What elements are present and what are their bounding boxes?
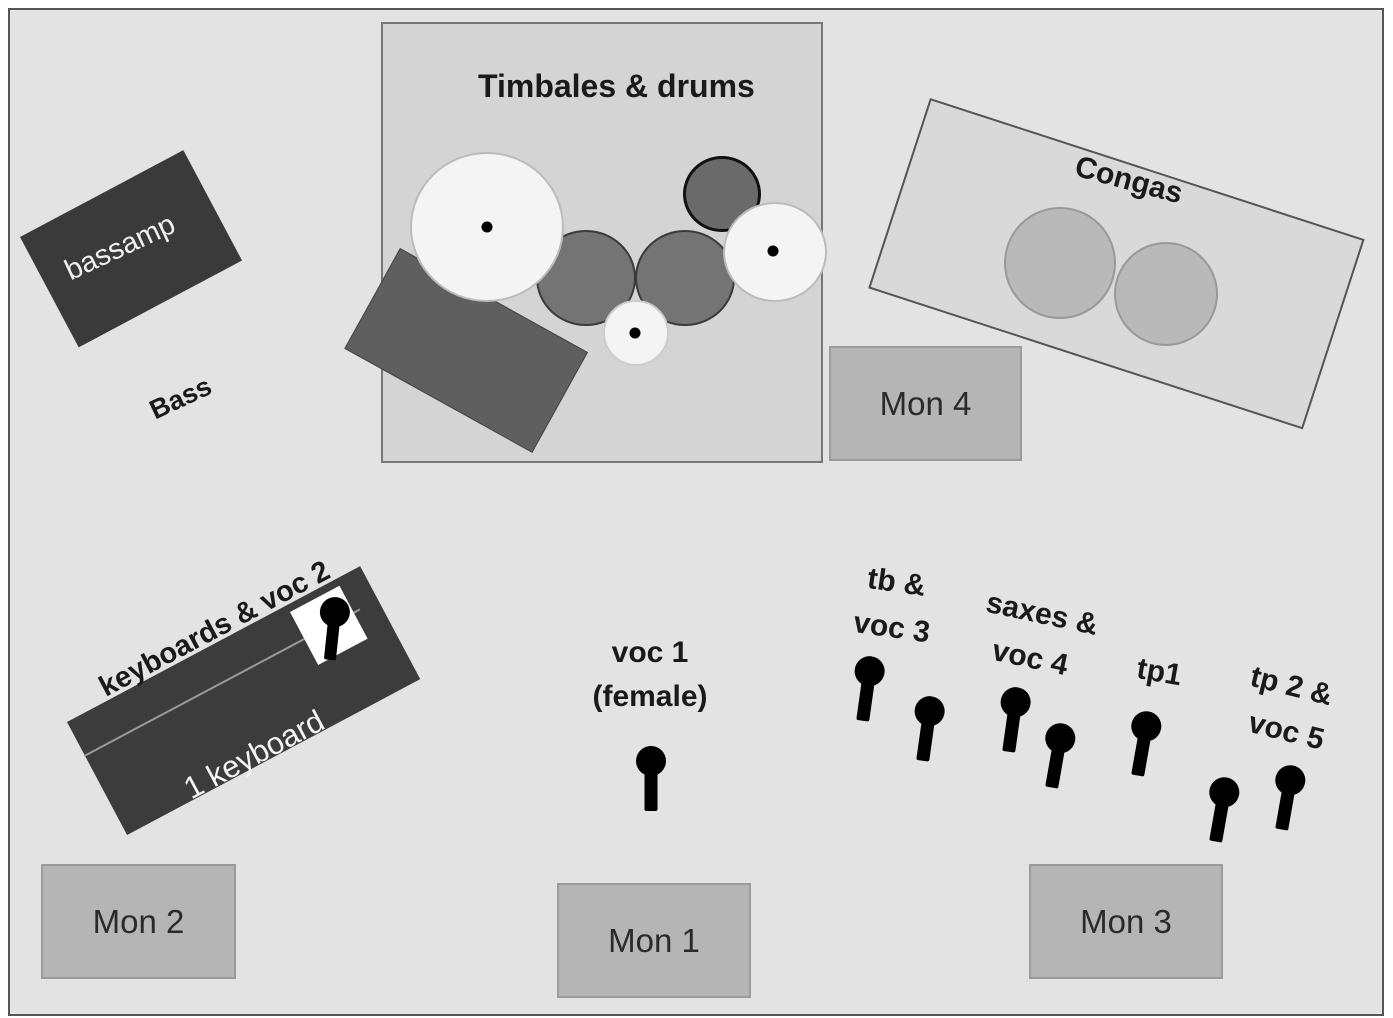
microphone-icon <box>1045 723 1076 789</box>
monitor-1: Mon 1 <box>557 883 751 998</box>
monitor-3: Mon 3 <box>1029 864 1223 979</box>
drum-icon <box>1004 207 1116 319</box>
microphone-icon <box>636 746 666 811</box>
microphone-icon <box>914 696 945 762</box>
microphone-icon <box>319 597 350 661</box>
voc1-label-line2: (female) <box>592 680 708 713</box>
cymbal-icon <box>603 300 669 366</box>
cymbal-center <box>629 327 641 339</box>
voc1-label-line1: voc 1 <box>611 636 689 669</box>
cymbal-center <box>481 221 493 233</box>
microphone-icon <box>1000 687 1031 753</box>
microphone-icon <box>1275 765 1306 831</box>
microphone-icon <box>1131 711 1162 777</box>
monitor-2: Mon 2 <box>41 864 236 979</box>
drums-label: Timbales & drums <box>478 68 755 104</box>
drum-icon <box>1114 242 1218 346</box>
microphone-icon <box>1209 777 1240 843</box>
cymbal-center <box>767 245 779 257</box>
monitor-4: Mon 4 <box>829 346 1022 461</box>
microphone-icon <box>854 656 885 722</box>
